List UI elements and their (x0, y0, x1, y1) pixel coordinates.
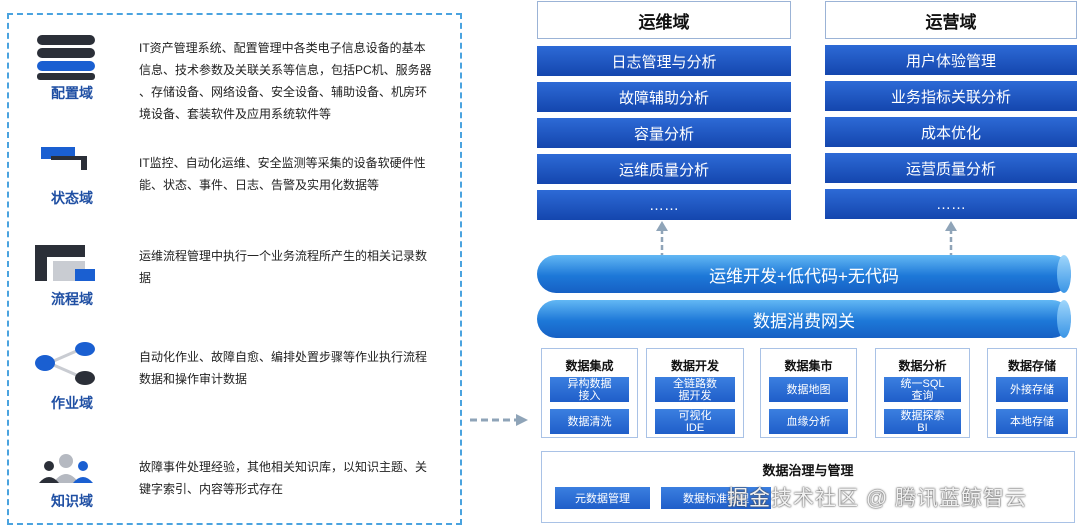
box-item: 数据探索BI (884, 409, 961, 434)
data-storage-box: 数据存储 外接存储 本地存储 (987, 348, 1077, 438)
ops-item: …… (537, 190, 791, 220)
stacked-screens-icon (41, 147, 87, 170)
box-item: 异构数据接入 (550, 377, 629, 402)
biz-item: 用户体验管理 (825, 45, 1077, 75)
data-gateway-bar: 数据消费网关 (537, 300, 1071, 338)
watermark: 掘金技术社区 @ 腾讯蓝鲸智云 (727, 487, 1027, 510)
domain-label: 流程域 (51, 291, 93, 307)
domain-label: 作业域 (51, 395, 93, 411)
biz-item: 成本优化 (825, 117, 1077, 147)
box-title: 数据治理与管理 (762, 463, 854, 478)
domain-description: 故障事件处理经验，其他相关知识库，以知识主题、关 键字索引、内容等形式存在 (139, 460, 428, 496)
data-development-box: 数据开发 全链路数据开发 可视化IDE (646, 348, 744, 438)
box-title: 数据分析 (898, 359, 947, 373)
box-item: 血缘分析 (769, 409, 848, 434)
box-title: 数据集成 (565, 359, 614, 373)
box-title: 数据开发 (670, 359, 719, 373)
box-item: 全链路数据开发 (655, 377, 735, 402)
box-title: 数据存储 (1007, 359, 1056, 373)
flow-arrow-icon (470, 414, 528, 426)
box-title: 数据集市 (784, 359, 833, 373)
domain-description: IT资产管理系统、配置管理中各类电子信息设备的基本 信息、技术参数及关联关系等信… (139, 41, 432, 121)
domain-label: 知识域 (51, 493, 93, 509)
domain-description: IT监控、自动化运维、安全监测等采集的设备软硬件性 能、状态、事件、日志、告警及… (139, 156, 426, 192)
people-group-icon (39, 454, 93, 483)
domain-description: 自动化作业、故障自愈、编排处置步骤等作业执行流程 数据和操作审计数据 (139, 350, 428, 386)
domain-description: 运维流程管理中执行一个业务流程所产生的相关记录数 据 (139, 249, 428, 285)
biz-item: …… (825, 189, 1077, 219)
devops-lowcode-bar: 运维开发+低代码+无代码 (537, 255, 1071, 293)
node-link-icon (35, 342, 95, 385)
box-item: 外接存储 (996, 377, 1068, 402)
biz-item: 运营质量分析 (825, 153, 1077, 183)
box-item: 数据标准管理 (661, 487, 771, 509)
ops-item: 日志管理与分析 (537, 46, 791, 76)
data-domain-panel: 配置域 IT资产管理系统、配置管理中各类电子信息设备的基本 信息、技术参数及关联… (7, 13, 462, 525)
ops-item: 运维质量分析 (537, 154, 791, 184)
domain-label: 状态域 (51, 190, 93, 206)
data-governance-box: 数据治理与管理 元数据管理 数据标准管理 (541, 451, 1075, 523)
box-item: 统一SQL查询 (884, 377, 961, 402)
box-item: 数据地图 (769, 377, 848, 402)
box-item: 元数据管理 (555, 487, 650, 509)
biz-item: 业务指标关联分析 (825, 81, 1077, 111)
box-item: 本地存储 (996, 409, 1068, 434)
box-item: 数据清洗 (550, 409, 629, 434)
ops-item: 故障辅助分析 (537, 82, 791, 112)
box-item: 可视化IDE (655, 409, 735, 434)
database-stack-icon (37, 35, 95, 80)
domain-label: 配置域 (51, 85, 93, 101)
process-blocks-icon (35, 245, 95, 281)
data-integration-box: 数据集成 异构数据接入 数据清洗 (541, 348, 638, 438)
up-arrow-icon (945, 221, 957, 258)
data-analysis-box: 数据分析 统一SQL查询 数据探索BI (875, 348, 970, 438)
ops-item: 容量分析 (537, 118, 791, 148)
ops-domain-header: 运维域 (537, 1, 791, 39)
data-mart-box: 数据集市 数据地图 血缘分析 (760, 348, 857, 438)
biz-domain-header: 运营域 (825, 1, 1077, 39)
up-arrow-icon (656, 221, 668, 258)
